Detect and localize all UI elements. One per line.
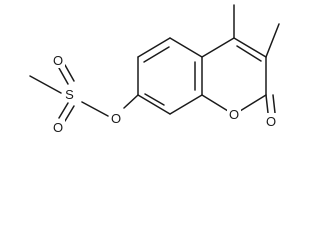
svg-text:O: O bbox=[53, 53, 63, 68]
bond-ring-b-4 bbox=[239, 94, 267, 112]
bond-ring-b-5 bbox=[201, 94, 229, 112]
bond-s-o-down-1 bbox=[58, 102, 69, 119]
svg-text:O: O bbox=[53, 120, 63, 135]
bond-carbonyl-1 bbox=[265, 94, 269, 114]
atom-label-o-carbonyl: O bbox=[264, 113, 278, 129]
bond-o-s bbox=[81, 101, 109, 117]
atom-label-o-sulfonyl-bottom: O bbox=[51, 119, 65, 135]
svg-text:O: O bbox=[266, 114, 276, 129]
bond-ring-a-5 bbox=[137, 94, 171, 115]
bond-ring-a-1 bbox=[137, 37, 171, 58]
chemical-structure-canvas: S O O O O O bbox=[29, 4, 280, 135]
structure-drawing: S O O O O O bbox=[29, 4, 280, 135]
svg-text:O: O bbox=[111, 111, 121, 126]
bond-methyl-c3 bbox=[265, 23, 280, 58]
atom-label-o-ring: O bbox=[227, 106, 241, 122]
bond-ring-a-2 bbox=[169, 37, 203, 58]
atom-label-s: S bbox=[63, 86, 76, 102]
bond-aryl-o bbox=[123, 94, 139, 109]
atom-label-o-ester: O bbox=[109, 110, 123, 126]
bond-c3-c4-double bbox=[236, 45, 262, 62]
bond-ring-b-1 bbox=[201, 37, 235, 58]
bond-s-o-up-2 bbox=[64, 64, 75, 82]
bond-s-o-down-2 bbox=[64, 105, 75, 122]
bond-ring-a-inner-1 bbox=[143, 46, 170, 63]
bond-s-o-up-1 bbox=[58, 67, 69, 85]
bond-ring-a-4 bbox=[169, 94, 203, 115]
bond-s-methyl bbox=[29, 75, 62, 94]
atom-label-o-sulfonyl-top: O bbox=[51, 52, 65, 68]
bond-ring-b-2 bbox=[233, 37, 267, 58]
svg-text:O: O bbox=[229, 107, 239, 122]
svg-text:S: S bbox=[65, 87, 74, 102]
bond-carbonyl-2 bbox=[272, 94, 276, 114]
bond-ring-a-inner-3 bbox=[144, 93, 165, 106]
